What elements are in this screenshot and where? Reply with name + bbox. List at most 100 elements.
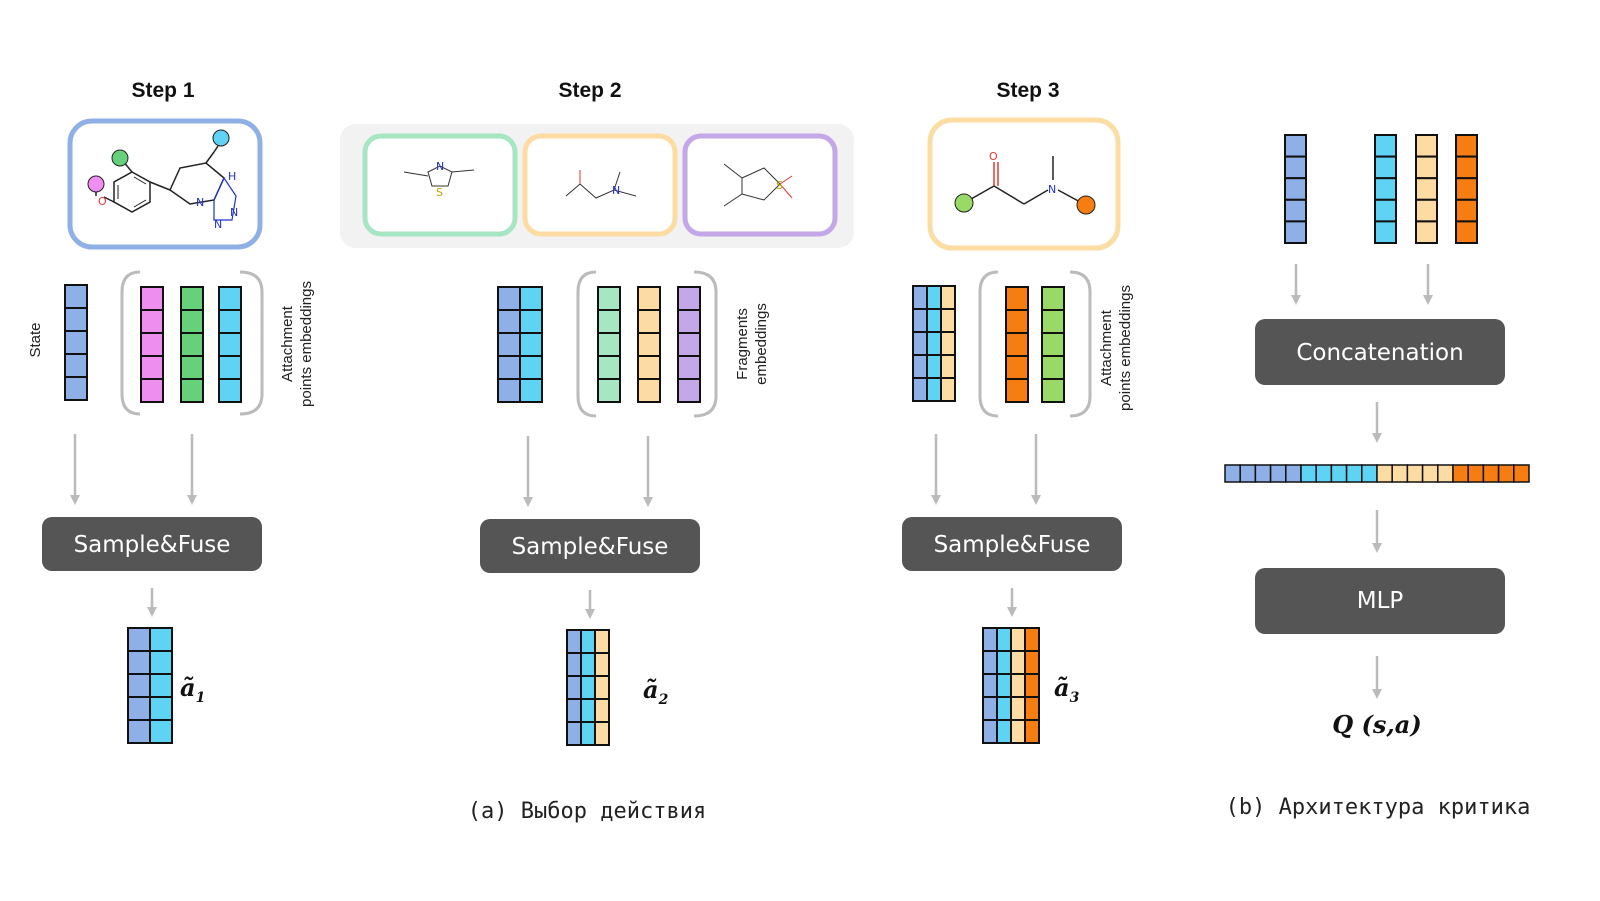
critic-orange-vector-cell — [1455, 220, 1478, 244]
step3-state-vector-cell — [926, 377, 942, 402]
step2-mint-vector-cell — [597, 332, 621, 357]
step2-output-symbol: ã2 — [643, 675, 669, 708]
step3-orange-vector-cell — [1005, 355, 1029, 380]
critic-orange-vector-cell — [1455, 198, 1478, 223]
critic-peach-vector-cell — [1415, 220, 1438, 244]
critic-peach-vector-cell — [1415, 155, 1438, 180]
step2-peach-vector-cell — [637, 378, 661, 403]
step1-sample-fuse: Sample&Fuse — [42, 517, 262, 571]
step2-output-vector-cell — [580, 652, 596, 677]
step3-output-vector-cell — [996, 696, 1012, 721]
caption-b: (b) Архитектура критика — [1226, 795, 1531, 820]
step3-lime-vector — [1041, 286, 1065, 403]
step2-state-vector-cell — [519, 309, 543, 334]
critic-blue-vector-cell — [1284, 220, 1307, 244]
step2-state-vector-cell — [519, 378, 543, 403]
step3-state-vector-cell — [926, 354, 942, 379]
step1-state-vector-cell — [64, 376, 88, 401]
step1-green-vector-cell — [180, 286, 204, 311]
critic-peach-vector — [1415, 134, 1438, 244]
critic-orange-vector-cell — [1455, 155, 1478, 180]
critic-blue-vector-cell — [1284, 134, 1307, 158]
step3-output-vector-cell — [982, 627, 998, 652]
step3-output-vector-cell — [1010, 696, 1026, 721]
step3-lime-vector-cell — [1041, 309, 1065, 334]
step3-lime-vector-cell — [1041, 332, 1065, 357]
concatenated-vector-cell — [1406, 464, 1424, 483]
step2-mint-vector-cell — [597, 378, 621, 403]
step2-lavender-vector-cell — [677, 378, 701, 403]
step1-cyan-vector — [218, 286, 242, 403]
step3-output-vector-cell — [1010, 650, 1026, 675]
step2-embedding-label-line1: Fragments — [734, 308, 751, 380]
step3-state-vector-cell — [912, 377, 928, 402]
step2-peach-vector-cell — [637, 355, 661, 380]
step1-title: Step 1 — [131, 79, 194, 102]
step3-output-vector — [982, 627, 1040, 744]
concatenated-vector-cell — [1300, 464, 1317, 483]
step2-output-vector-cell — [566, 652, 582, 677]
critic-cyan-vector-cell — [1374, 155, 1397, 180]
step1-state-vector-cell — [64, 353, 88, 378]
embedding-stacks — [64, 134, 1530, 746]
step1-bracket-right — [239, 270, 264, 416]
step1-output-vector-cell — [127, 696, 151, 721]
concatenated-vector-cell — [1224, 464, 1241, 483]
step1-output-vector — [127, 627, 173, 744]
step1-pink-vector-cell — [140, 286, 164, 311]
step3-output-vector-cell — [996, 673, 1012, 698]
step1-output-symbol: ã1 — [180, 673, 205, 706]
fragment-thiazole — [362, 133, 518, 237]
step2-peach-vector-cell — [637, 309, 661, 334]
critic-blue-vector-cell — [1284, 155, 1307, 180]
step2-lavender-vector — [677, 286, 701, 403]
step1-state-vector — [64, 284, 88, 401]
step1-output-vector-cell — [127, 627, 151, 652]
concatenated-vector — [1224, 464, 1530, 483]
step3-embedding-label-line2: points embeddings — [1117, 285, 1134, 411]
step3-output-symbol: ã3 — [1054, 673, 1080, 706]
step2-output-vector-cell — [580, 698, 596, 723]
concatenated-vector-cell — [1467, 464, 1485, 483]
concatenated-vector-cell — [1345, 464, 1363, 483]
concatenated-vector-cell — [1497, 464, 1515, 483]
step2-sample-fuse-label: Sample&Fuse — [512, 534, 669, 560]
concatenated-vector-cell — [1437, 464, 1454, 483]
step2-state-vector-cell — [497, 378, 521, 403]
critic-blue-vector-cell — [1284, 198, 1307, 223]
step2-mint-vector-cell — [597, 309, 621, 334]
critic-orange-vector — [1455, 134, 1478, 244]
step1-cyan-vector-cell — [218, 309, 242, 334]
step2-state-vector-cell — [519, 355, 543, 380]
step2-mint-vector-cell — [597, 286, 621, 311]
concatenated-vector-cell — [1361, 464, 1378, 483]
step1-output-vector-cell — [149, 650, 173, 675]
nitrogen-label-6: N — [1048, 183, 1056, 196]
step3-sample-fuse-box — [902, 517, 1122, 571]
step3-output-vector-cell — [1024, 673, 1040, 698]
critic-cyan-vector-cell — [1374, 177, 1397, 201]
step2-mint-vector-cell — [597, 355, 621, 380]
step3-orange-vector-cell — [1005, 286, 1029, 311]
nitrogen-label-2: N — [230, 206, 238, 219]
step3-output-vector-cell — [982, 719, 998, 744]
nh-label: H — [228, 170, 236, 183]
step3-state-vector-cell — [926, 285, 942, 310]
concatenation-box — [1255, 319, 1505, 385]
step1-output-vector-cell — [127, 673, 151, 698]
oxygen-atom-label: O — [98, 195, 107, 208]
step3-output-vector-cell — [1024, 650, 1040, 675]
step2-bracket-right — [693, 270, 718, 418]
step3-state-vector-cell — [940, 285, 956, 310]
step1-sample-fuse-label: Sample&Fuse — [74, 532, 231, 558]
step2-state-vector-cell — [497, 332, 521, 357]
step2-lavender-vector-cell — [677, 286, 701, 311]
step3-sample-fuse: Sample&Fuse — [902, 517, 1122, 571]
step3-lime-vector-cell — [1041, 378, 1065, 403]
step3-state-vector-cell — [926, 308, 942, 333]
step3-orange-vector-cell — [1005, 332, 1029, 357]
step1-state-vector-cell — [64, 284, 88, 309]
step2-sample-fuse: Sample&Fuse — [480, 519, 700, 573]
step3-sample-fuse-label: Sample&Fuse — [934, 532, 1091, 558]
concatenated-vector-cell — [1452, 464, 1469, 483]
